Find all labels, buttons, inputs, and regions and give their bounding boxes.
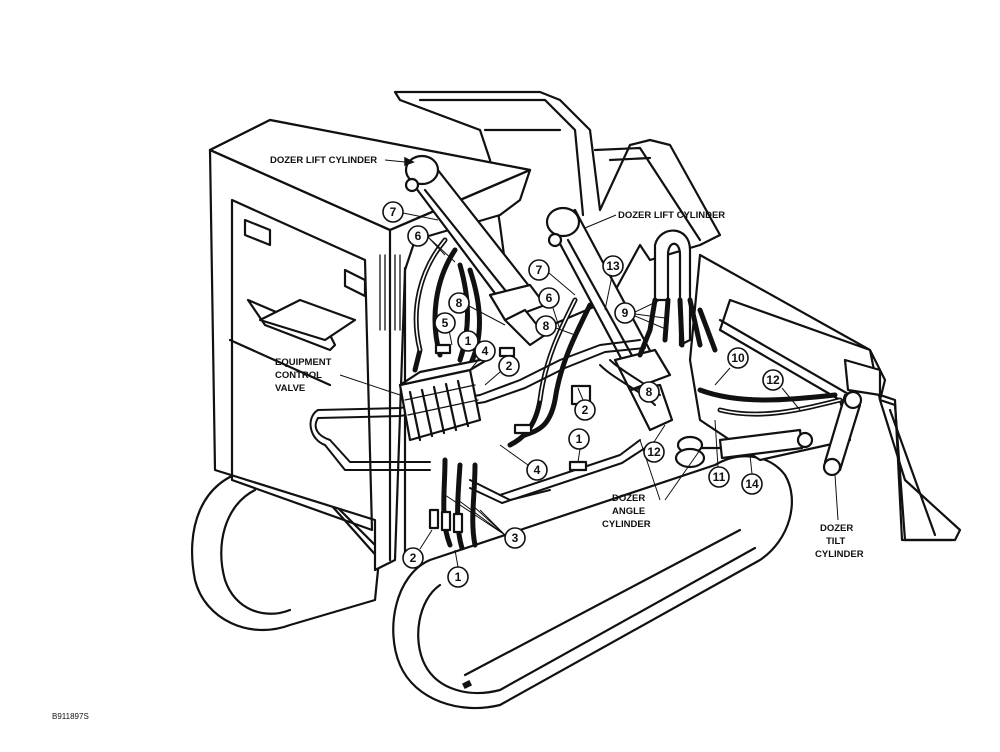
svg-text:6: 6 — [415, 229, 422, 243]
callout-14: 14 — [741, 454, 763, 495]
callouts: 7 6 5 1 4 8 2 — [382, 201, 801, 588]
svg-text:2: 2 — [506, 359, 513, 373]
svg-text:1: 1 — [455, 570, 462, 584]
svg-text:6: 6 — [546, 291, 553, 305]
left-lift-cylinder — [404, 154, 547, 347]
callout-2-center: 2 — [484, 355, 520, 386]
callout-8-lower: 8 — [638, 379, 660, 403]
callout-6-left: 6 — [407, 225, 456, 263]
label-dozer-angle-cylinder-2: ANGLE — [612, 506, 645, 517]
callout-6-right: 6 — [538, 287, 561, 331]
svg-text:10: 10 — [731, 351, 745, 365]
left-track — [191, 468, 382, 632]
right-track — [392, 455, 793, 710]
svg-text:7: 7 — [536, 263, 543, 277]
right-lift-cylinder — [545, 206, 674, 432]
text-labels: DOZER LIFT CYLINDER DOZER LIFT CYLINDER … — [52, 155, 864, 721]
svg-text:2: 2 — [582, 403, 589, 417]
callout-1-top: 1 — [457, 330, 479, 366]
label-equipment-control-valve-1: EQUIPMENT — [275, 357, 332, 368]
callout-4-bottom: 4 — [499, 444, 548, 481]
svg-text:12: 12 — [647, 445, 661, 459]
tilt-cylinder — [822, 390, 863, 477]
callout-4-top: 4 — [469, 340, 496, 371]
svg-text:3: 3 — [512, 531, 519, 545]
label-dozer-angle-cylinder-3: CYLINDER — [602, 519, 651, 530]
callout-3: 3 — [444, 494, 526, 549]
svg-text:7: 7 — [390, 205, 397, 219]
callout-9: 9 — [614, 299, 669, 331]
svg-text:4: 4 — [482, 344, 489, 358]
svg-text:8: 8 — [456, 296, 463, 310]
figure-id: B911897S — [52, 712, 89, 721]
callout-12-lower: 12 — [643, 424, 666, 463]
label-equipment-control-valve-3: VALVE — [275, 383, 305, 394]
callout-11: 11 — [708, 419, 730, 488]
callout-8-left: 8 — [448, 292, 506, 326]
callout-8-upper: 8 — [535, 315, 576, 337]
label-dozer-tilt-cylinder-3: CYLINDER — [815, 549, 864, 560]
svg-text:8: 8 — [646, 385, 653, 399]
svg-text:9: 9 — [622, 306, 629, 320]
svg-text:5: 5 — [442, 316, 449, 330]
callout-2-bottom: 2 — [402, 529, 433, 569]
svg-text:1: 1 — [576, 432, 583, 446]
svg-text:13: 13 — [606, 259, 620, 273]
hydraulic-hoses — [412, 237, 843, 551]
callout-1-mid: 1 — [568, 428, 590, 463]
loop-hoses — [637, 229, 718, 358]
svg-text:12: 12 — [766, 373, 780, 387]
callout-7-top-left: 7 — [382, 201, 439, 223]
label-dozer-lift-cylinder-left: DOZER LIFT CYLINDER — [270, 155, 377, 166]
svg-text:2: 2 — [410, 551, 417, 565]
label-dozer-tilt-cylinder-1: DOZER — [820, 523, 853, 534]
callout-13: 13 — [602, 255, 624, 311]
svg-text:14: 14 — [745, 477, 759, 491]
equipment-control-valve — [398, 356, 492, 442]
callout-1-bottom: 1 — [447, 549, 469, 588]
label-dozer-angle-cylinder-1: DOZER — [612, 493, 645, 504]
label-dozer-tilt-cylinder-2: TILT — [826, 536, 846, 547]
svg-text:4: 4 — [534, 463, 541, 477]
svg-text:1: 1 — [465, 334, 472, 348]
label-equipment-control-valve-2: CONTROL — [275, 370, 322, 381]
callout-7-right: 7 — [528, 259, 576, 296]
callout-2-mid: 2 — [574, 387, 596, 421]
callout-12-right: 12 — [762, 369, 801, 411]
svg-text:8: 8 — [543, 319, 550, 333]
svg-text:11: 11 — [713, 470, 726, 484]
callout-10: 10 — [714, 347, 749, 386]
label-dozer-lift-cylinder-right: DOZER LIFT CYLINDER — [618, 210, 725, 221]
callout-5: 5 — [434, 312, 456, 346]
